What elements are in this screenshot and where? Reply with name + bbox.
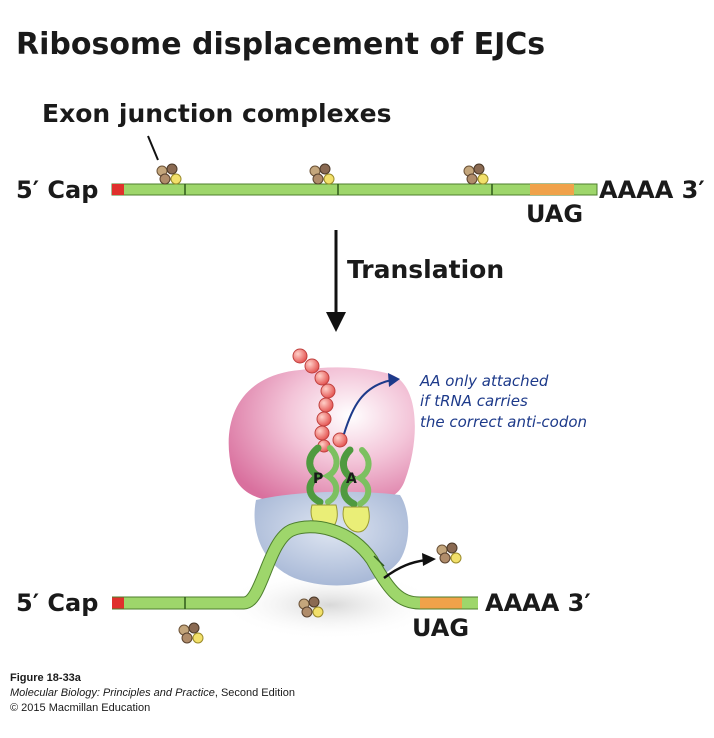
translation-label: Translation	[347, 255, 504, 284]
top-stop-codon-block	[530, 184, 574, 195]
exon-junction-complex	[309, 163, 335, 185]
annotation-line-1: AA only attached	[419, 372, 549, 390]
exon-junction-complex	[156, 163, 182, 185]
trna-p-site	[306, 444, 340, 531]
book-reference: Molecular Biology: Principles and Practi…	[10, 687, 295, 699]
annotation-arrowhead	[388, 373, 400, 387]
top-stop-codon-label: UAG	[526, 200, 583, 228]
exon-junction	[373, 555, 385, 567]
displacement-arrow	[383, 558, 427, 580]
top-cap-label: 5′ Cap	[16, 176, 98, 204]
a-site-label: A	[346, 471, 357, 487]
diagram-title: Ribosome displacement of EJCs	[16, 27, 545, 62]
annotation-line-3: the correct anti-codon	[420, 413, 587, 431]
bottom-mrna	[112, 520, 478, 610]
exon-junction-complex	[463, 163, 489, 185]
ejc-label: Exon junction complexes	[42, 99, 392, 128]
displacement-arrowhead	[422, 553, 436, 566]
bottom-stop-codon-block	[420, 597, 462, 609]
top-cap-block	[112, 184, 124, 195]
displaced-ejc	[178, 622, 204, 644]
annotation-arrow	[343, 379, 393, 435]
trna-a-site	[340, 446, 372, 533]
figure-number: Figure 18-33a	[10, 672, 81, 684]
ejc-pointer	[147, 135, 159, 161]
displaced-ejc	[436, 542, 462, 564]
top-mrna	[111, 183, 598, 196]
translation-arrowhead	[326, 312, 346, 332]
bottom-tail-label: AAAA 3′	[485, 589, 591, 617]
bottom-cap-block	[112, 597, 124, 609]
copyright: © 2015 Macmillan Education	[10, 702, 151, 714]
bottom-cap-label: 5′ Cap	[16, 589, 98, 617]
incoming-amino-acid	[332, 432, 348, 448]
p-site-label: P	[313, 471, 323, 487]
displaced-ejc	[298, 596, 324, 618]
top-tail-label: AAAA 3′	[599, 176, 705, 204]
bottom-stop-codon-label: UAG	[412, 614, 469, 642]
peptide-chain	[292, 348, 348, 453]
annotation-line-2: if tRNA carries	[420, 392, 528, 410]
